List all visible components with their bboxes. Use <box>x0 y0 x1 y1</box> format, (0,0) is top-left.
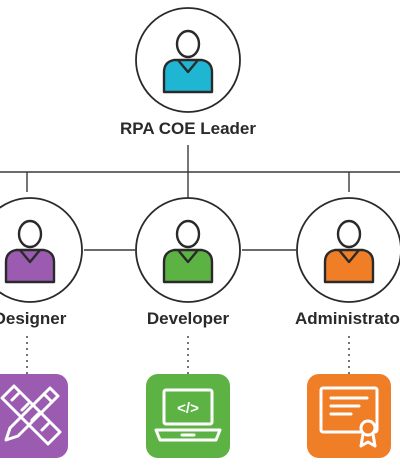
administrator-tool <box>307 374 391 458</box>
person-head <box>175 219 201 249</box>
developer-node: Developer <box>135 197 241 328</box>
person-head <box>336 219 362 249</box>
certificate-paper <box>319 386 379 434</box>
laptop-base <box>154 428 222 442</box>
person-body <box>162 58 214 94</box>
leader-node: RPA COE Leader <box>120 7 256 138</box>
pencil-shape <box>4 386 60 442</box>
designer-node: Designer <box>0 197 83 328</box>
leader-label: RPA COE Leader <box>120 119 256 138</box>
laptop-code-icon <box>154 388 222 442</box>
person-collar <box>177 59 199 74</box>
person-icon <box>323 219 375 284</box>
ruler-tick <box>40 422 50 432</box>
ruler-pencil-icon <box>0 384 62 446</box>
person-body <box>162 248 214 284</box>
person-icon <box>162 29 214 94</box>
ruler-shape <box>0 384 62 446</box>
person-body <box>4 248 56 284</box>
certificate-seal <box>359 419 377 437</box>
connector-lines <box>0 145 400 251</box>
person-collar <box>177 249 199 264</box>
designer-label: Designer <box>0 309 67 328</box>
dotted-connectors <box>26 336 350 374</box>
person-icon <box>4 219 56 284</box>
pencil-band <box>42 392 54 404</box>
ruler-tick <box>10 392 20 402</box>
person-collar <box>19 249 41 264</box>
certificate-icon <box>319 386 379 448</box>
certificate-ribbon <box>359 432 377 448</box>
administrator-node: Administrator <box>295 197 400 328</box>
developer-tool: </> <box>146 374 230 458</box>
administrator-tool-tile <box>307 374 391 458</box>
designer-tool <box>0 374 68 458</box>
person-head <box>175 29 201 59</box>
person-collar <box>338 249 360 264</box>
code-glyph: </> <box>177 400 199 417</box>
administrator-label: Administrator <box>295 309 400 328</box>
developer-label: Developer <box>147 309 230 328</box>
ruler-tick <box>20 402 30 412</box>
person-head <box>17 219 43 249</box>
person-icon <box>162 219 214 284</box>
developer-tool-tile <box>146 374 230 458</box>
laptop-screen <box>162 388 214 426</box>
person-body <box>323 248 375 284</box>
